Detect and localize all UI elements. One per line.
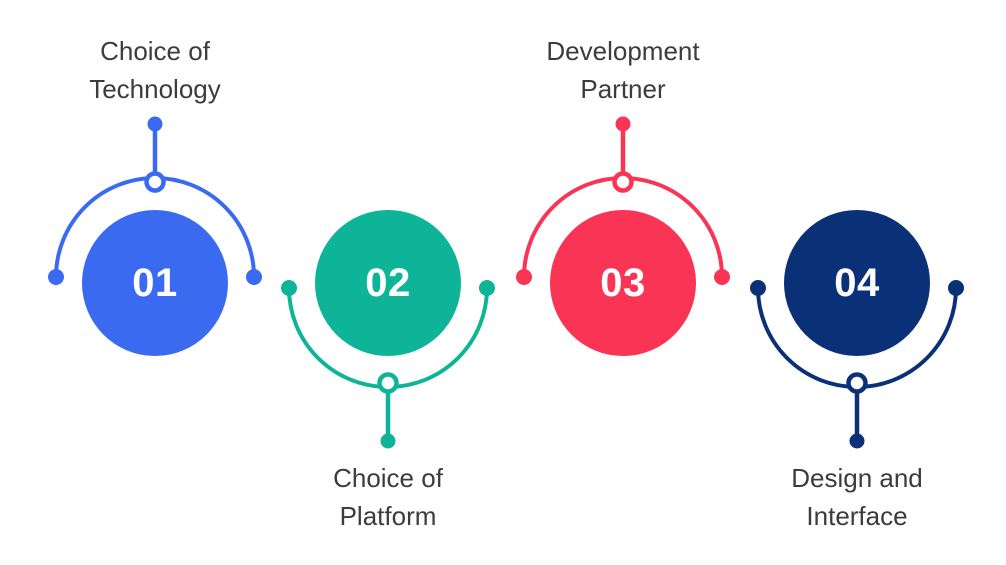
step-04-circle[interactable] (784, 210, 930, 356)
step-04-group[interactable]: 04 (750, 210, 964, 449)
step-04-number: 04 (834, 261, 880, 305)
step-02-arc-endpoint-left-dot (281, 280, 297, 296)
step-04-stem-dot (849, 433, 865, 449)
step-01-ring-marker (144, 171, 166, 193)
step-01-stem-dot (147, 116, 163, 132)
step-04-arc-endpoint-right-dot (948, 280, 964, 296)
step-01-arc-endpoint-left-dot (48, 269, 64, 285)
step-03-arc-endpoint-left-dot (516, 269, 532, 285)
step-03-number: 03 (600, 261, 646, 305)
step-03-arc-endpoint-right-dot (714, 269, 730, 285)
step-02-label: Choice of Platform (333, 463, 443, 532)
step-03-label: Development Partner (546, 36, 700, 105)
step-03-stem-dot (615, 116, 631, 132)
step-01-group[interactable]: 01 (48, 116, 262, 357)
step-03-circle[interactable] (550, 210, 696, 356)
step-04-label: Design and Interface (791, 463, 923, 532)
step-03-ring-marker (612, 171, 634, 193)
step-02-group[interactable]: 02 (281, 210, 495, 449)
step-01-number: 01 (132, 261, 178, 305)
step-03-group[interactable]: 03 (516, 116, 730, 357)
step-02-ring-marker (377, 372, 399, 394)
step-04-ring-marker (846, 372, 868, 394)
step-02-stem-dot (380, 433, 396, 449)
step-04-arc-endpoint-left-dot (750, 280, 766, 296)
step-02-number: 02 (365, 261, 411, 305)
step-01-arc-endpoint-right-dot (246, 269, 262, 285)
step-01-circle[interactable] (82, 210, 228, 356)
step-02-circle[interactable] (315, 210, 461, 356)
step-02-arc-endpoint-right-dot (479, 280, 495, 296)
step-01-label: Choice of Technology (89, 36, 221, 105)
